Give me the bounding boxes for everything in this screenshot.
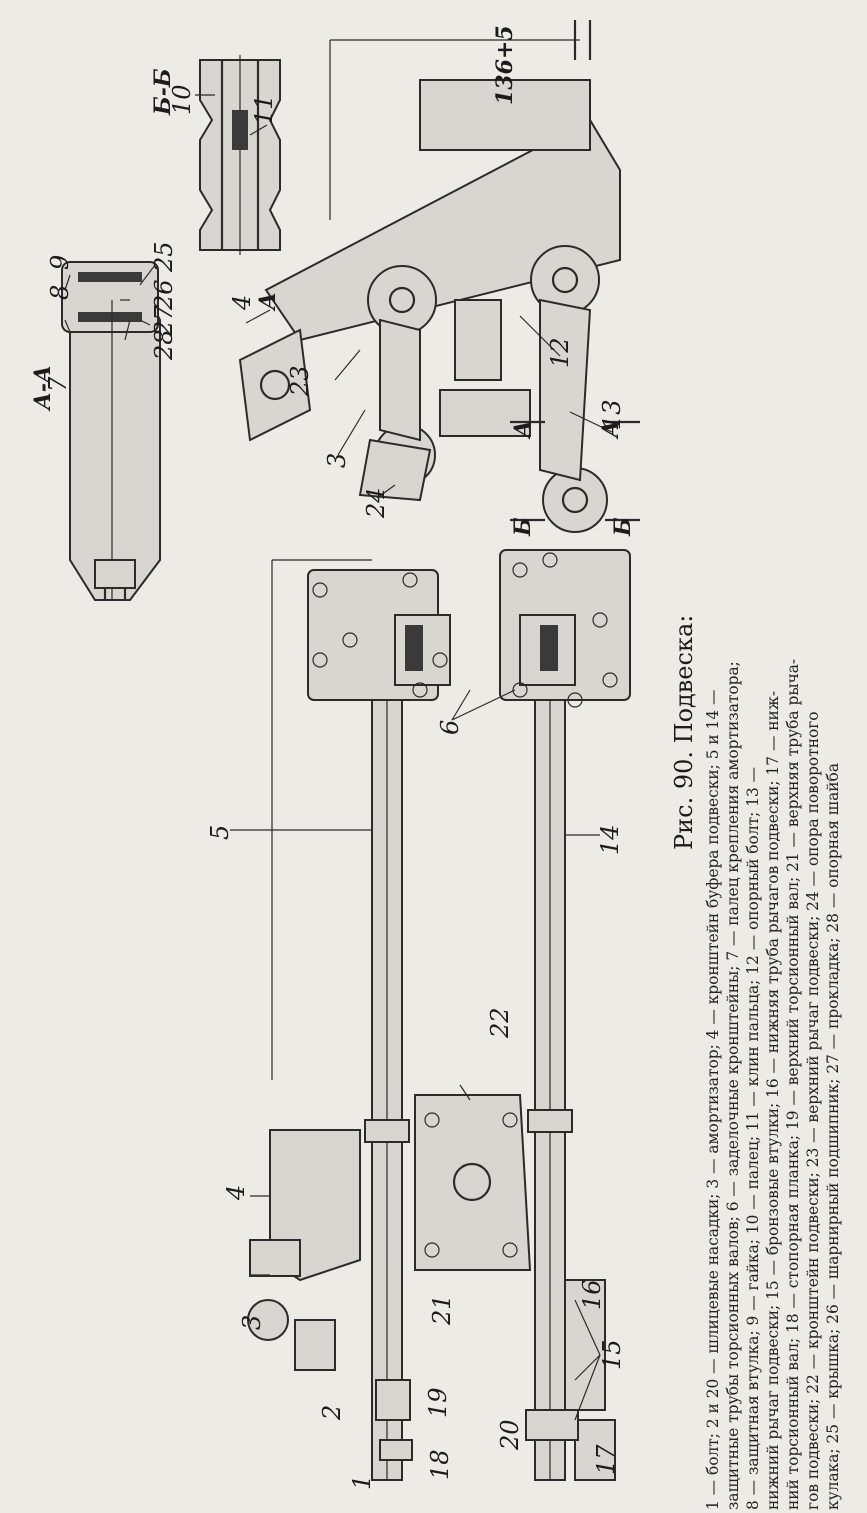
legend-line-6: гов подвески; 22 — кронштейн подвески; 2… xyxy=(804,711,822,1510)
callout-26: 26 xyxy=(150,279,178,311)
legend-line-3: 8 — защитная втулка; 9 — гайка; 10 — пал… xyxy=(744,767,762,1510)
legend-line-2: защитные трубы торсионных валов; 6 — зад… xyxy=(724,661,742,1510)
legend-line-7: кулака; 25 — крышка; 26 — шарнирный подш… xyxy=(824,763,842,1510)
legend-line-4: нижний рычаг подвески; 15 — бронзовые вт… xyxy=(764,691,782,1510)
callout-28: 28 xyxy=(150,329,178,361)
dimension-136: 136+5 xyxy=(492,25,518,105)
marker-a-bot: А xyxy=(598,420,624,440)
section-bb-title: Б-Б xyxy=(150,68,176,116)
leader-lines xyxy=(64,94,613,1421)
marker-b-bot: Б xyxy=(610,517,636,537)
callout-7: 7 xyxy=(44,376,72,392)
marker-b-top: Б xyxy=(510,517,536,537)
section-aa-title: А-А xyxy=(30,365,56,412)
callout-17: 17 xyxy=(592,1444,620,1475)
callout-24: 24 xyxy=(362,487,390,519)
callout-16: 16 xyxy=(578,1279,606,1310)
section-markers xyxy=(510,20,640,522)
callout-20: 20 xyxy=(496,1419,524,1451)
callout-labels: 1 2 3 3 4 4 5 6 7 8 9 10 11 12 13 14 15 … xyxy=(44,84,626,1490)
marker-a-left: А xyxy=(255,292,281,312)
callout-4: 4 xyxy=(222,1185,250,1201)
callout-23: 23 xyxy=(286,365,314,397)
callout-6: 6 xyxy=(436,720,464,735)
section-aa-detail xyxy=(61,261,161,601)
section-bb-detail xyxy=(199,55,281,255)
caption-title: Рис. 90. Подвеска: xyxy=(670,615,698,850)
callout-4b: 4 xyxy=(228,295,256,311)
figure-caption: Рис. 90. Подвеска: 1 — болт; 2 и 20 — шл… xyxy=(670,615,842,1510)
callout-15: 15 xyxy=(598,1339,626,1370)
callout-9: 9 xyxy=(46,255,74,270)
callout-1: 1 xyxy=(348,1475,376,1490)
callout-10: 10 xyxy=(168,84,196,115)
main-plan-view xyxy=(247,549,631,1481)
callout-25: 25 xyxy=(150,241,178,273)
callout-18: 18 xyxy=(426,1449,454,1480)
callout-27: 27 xyxy=(150,305,178,337)
side-view-detail xyxy=(238,39,621,533)
callout-13: 13 xyxy=(598,399,626,430)
section-titles: А-А Б-Б А А А Б Б 136+5 xyxy=(30,25,636,537)
callout-14: 14 xyxy=(596,824,624,855)
callout-21: 21 xyxy=(428,1294,456,1326)
callout-22: 22 xyxy=(486,1007,514,1039)
marker-a-top: А xyxy=(510,420,536,440)
callout-8: 8 xyxy=(46,285,74,300)
callout-5: 5 xyxy=(206,825,234,840)
callout-2: 2 xyxy=(318,1405,346,1421)
callout-19: 19 xyxy=(424,1387,452,1418)
callout-12: 12 xyxy=(546,337,574,368)
callout-3b: 3 xyxy=(323,453,351,468)
callout-11: 11 xyxy=(250,94,278,125)
callout-3: 3 xyxy=(238,1315,266,1330)
legend-line-5: ний торсионный вал; 18 — стопорная планк… xyxy=(784,659,802,1510)
legend-line-1: 1 — болт; 2 и 20 — шлицевые насадки; 3 —… xyxy=(704,690,722,1510)
